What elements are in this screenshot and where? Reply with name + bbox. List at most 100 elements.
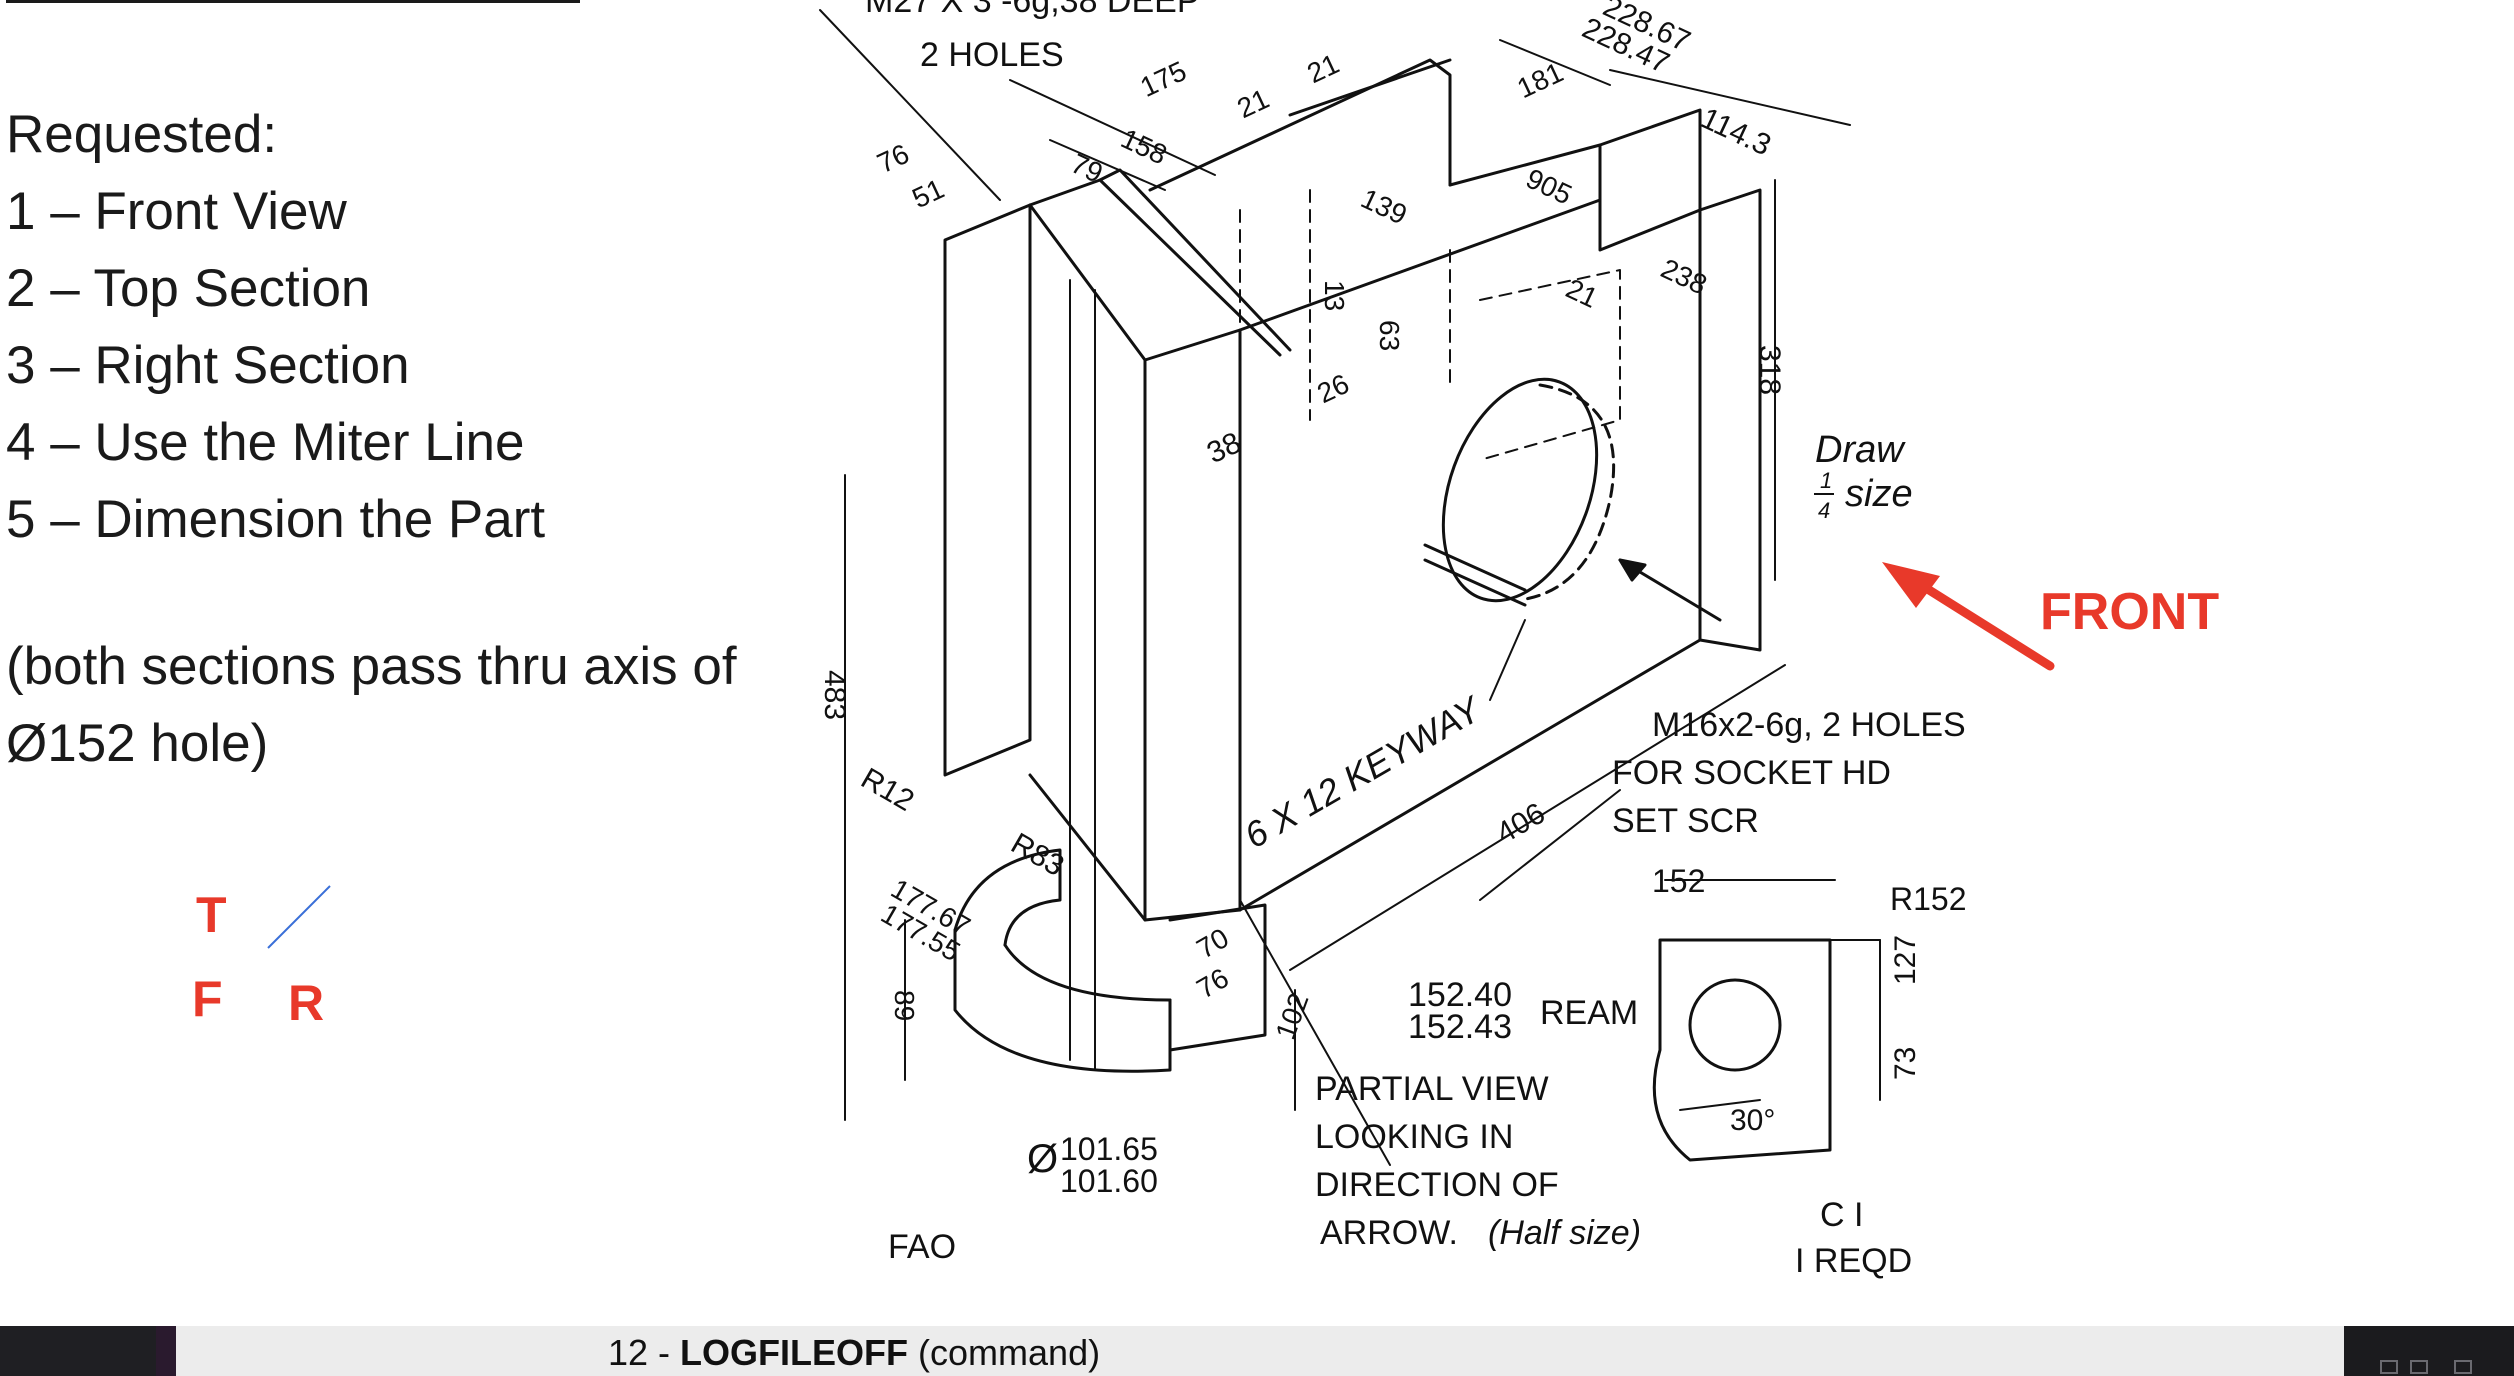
front-label: FRONT — [2040, 583, 2220, 641]
dim-406-line — [1289, 664, 1786, 971]
m16-line1: M16x2-6g, 2 HOLES — [1652, 706, 1966, 744]
isometric-drawing: M27 X 3 -6g,38 DEEP 2 HOLES 175 21 21 18… — [818, 0, 1967, 1280]
document-strip: 12 - LOGFILEOFF (command) — [176, 1326, 2344, 1376]
m16-line2: FOR SOCKET HD — [1612, 754, 1891, 792]
dim-63: 63 — [1374, 320, 1405, 351]
taskbar: 12 - LOGFILEOFF (command) — [0, 1326, 2514, 1376]
taskbar-start-area[interactable] — [0, 1326, 156, 1376]
left-rail-face — [943, 203, 1032, 777]
hidden-lines — [1239, 189, 1621, 461]
part-reqd: I REQD — [1795, 1242, 1912, 1280]
dim-175-line — [1009, 79, 1216, 176]
command-suffix: (command) — [908, 1332, 1101, 1373]
dim-51: 51 — [907, 173, 948, 214]
m16-line3: SET SCR — [1612, 802, 1759, 840]
partial-note-2: LOOKING IN — [1315, 1118, 1513, 1156]
dim-158: 158 — [1116, 123, 1171, 171]
miter-label-front: F — [192, 971, 223, 1027]
fao-label: FAO — [888, 1228, 956, 1266]
section-note-line1: (both sections pass thru axis of — [6, 637, 737, 696]
upper-slot — [1288, 58, 1452, 117]
tray-expand-icon[interactable] — [2454, 1360, 2472, 1374]
dim-139: 139 — [1356, 183, 1411, 231]
step-top-section: 2 – Top Section — [6, 259, 371, 318]
dim-318: 318 — [1753, 345, 1786, 395]
miter-line — [267, 885, 331, 949]
draw-size-frac-den: 4 — [1818, 498, 1830, 523]
part-id: C I — [1820, 1196, 1863, 1234]
tray-grid-icon[interactable] — [2410, 1360, 2428, 1374]
base-cylinder-inner — [1003, 943, 1172, 1002]
partial-note-4: ARROW. — [1320, 1214, 1458, 1252]
diameter-bot: 101.60 — [1060, 1163, 1158, 1199]
dim-483: 483 — [818, 670, 851, 720]
dim-21b: 21 — [1302, 48, 1343, 89]
partial-view-outline — [1652, 938, 1832, 1162]
title-underline — [6, 0, 580, 3]
dim-102: 102 — [1269, 989, 1314, 1044]
dim-158-line — [1049, 139, 1166, 191]
step-right-section: 3 – Right Section — [6, 336, 410, 395]
dim-76: 76 — [872, 138, 913, 179]
tray-window-icon[interactable] — [2380, 1360, 2398, 1374]
system-tray — [2344, 1326, 2514, 1376]
leader-thread-callout — [819, 9, 1001, 201]
draw-size-label: Draw — [1815, 429, 1906, 471]
ream-label: REAM — [1540, 994, 1638, 1032]
front-arrow — [1882, 562, 2055, 671]
diameter-symbol: Ø — [1027, 1137, 1058, 1181]
right-upright — [1598, 108, 1702, 212]
drawing-labels: M27 X 3 -6g,38 DEEP 2 HOLES 175 21 21 18… — [818, 0, 1967, 1280]
leader-keyway — [1489, 619, 1526, 701]
base-arc-top — [953, 848, 1062, 947]
dim-26: 26 — [1312, 368, 1353, 409]
dim-905: 905 — [1521, 163, 1576, 211]
leader-diameter — [1239, 899, 1391, 1166]
partial-d30: 30° — [1730, 1104, 1775, 1137]
dim-89: 89 — [889, 990, 920, 1021]
large-hole-back — [1518, 383, 1616, 602]
dim-76b: 76 — [1191, 962, 1233, 1004]
partial-d73: 73 — [1889, 1047, 1922, 1080]
step-dimension: 5 – Dimension the Part — [6, 490, 546, 549]
base-cylinder-body — [953, 928, 1172, 1073]
keyway-line — [1423, 558, 1527, 607]
dim-114-3: 114.3 — [1696, 102, 1776, 163]
partial-note-half-size: (Half size) — [1488, 1214, 1641, 1252]
upper-slot-2 — [1448, 143, 1602, 187]
partial-d127: 127 — [1889, 935, 1922, 985]
dim-21c: 21 — [1561, 273, 1602, 314]
dim-181-line — [1499, 39, 1611, 86]
slide-canvas: Requested: 1 – Front View 2 – Top Sectio… — [6, 0, 2220, 1280]
ream-top: 152.40 — [1408, 976, 1512, 1014]
thread-callout: M27 X 3 -6g,38 DEEP — [865, 0, 1200, 20]
dim-r12: R12 — [855, 762, 919, 818]
dim-114-line — [1609, 69, 1851, 126]
dim-13: 13 — [1319, 280, 1350, 311]
miter-label-top: T — [196, 887, 227, 943]
partial-view-hole — [1688, 978, 1782, 1072]
large-hole-front — [1441, 377, 1599, 603]
dim-21a: 21 — [1232, 83, 1273, 124]
keyway-label: 6 X 12 KEYWAY — [1237, 687, 1489, 856]
miter-label-right: R — [288, 975, 325, 1031]
command-prefix: 12 - — [608, 1332, 681, 1373]
rail-front — [1143, 328, 1242, 922]
section-note: (both sections pass thru axis of Ø152 ho… — [6, 628, 737, 782]
partial-note-1: PARTIAL VIEW — [1315, 1070, 1549, 1108]
base-block — [1168, 903, 1267, 1052]
diameter-top: 101.65 — [1060, 1131, 1158, 1167]
partial-dim-30 — [1679, 1099, 1761, 1111]
instructions-block: Requested: 1 – Front View 2 – Top Sectio… — [6, 96, 545, 558]
requested-heading: Requested: — [6, 105, 278, 164]
step-front-view: 1 – Front View — [6, 182, 347, 241]
thread-holes: 2 HOLES — [920, 36, 1064, 74]
dim-175: 175 — [1136, 55, 1191, 103]
partial-note-3: DIRECTION OF — [1315, 1166, 1559, 1204]
direction-arrow-head — [1618, 558, 1647, 582]
dim-406: 406 — [1491, 797, 1551, 851]
ream-bot: 152.43 — [1408, 1008, 1512, 1046]
main-front-face — [1238, 198, 1702, 912]
section-note-line2: Ø152 hole) — [6, 714, 269, 773]
step-miter-line: 4 – Use the Miter Line — [6, 413, 525, 472]
